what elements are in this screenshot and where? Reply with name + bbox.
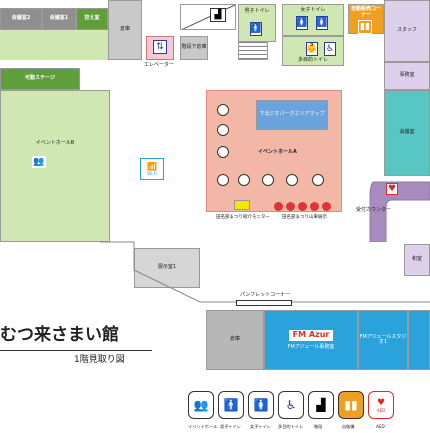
legend-label: イベントホール [188, 424, 218, 429]
male-toilet-icon: 🚹 [250, 22, 262, 36]
fm-logo: FM Azur [288, 329, 334, 341]
label-pamphlet: パンフレットコーナー [240, 292, 291, 298]
legend-vending-icon: ▮▮ [338, 391, 364, 419]
table-icon [217, 146, 229, 158]
monitor-yellow [234, 200, 250, 210]
table-icon [286, 174, 298, 186]
label-tanabu-monitor: 田名部まつり紹介モニター [216, 215, 270, 220]
table-icon [217, 124, 229, 136]
room-female-toilet[interactable]: 女子トイレ [282, 4, 344, 36]
table-icon [238, 174, 250, 186]
reception-counter [369, 181, 430, 242]
room-fm-studio[interactable]: FMアジュールスタジオ1 [358, 310, 408, 370]
legend-stairs-icon: ▟ [308, 391, 334, 419]
area-upper-green [0, 30, 108, 60]
room-conference[interactable]: 会議室 [384, 90, 430, 176]
room-office[interactable]: 事務室 [384, 62, 430, 90]
float-dot [310, 202, 319, 211]
room-fm-office[interactable]: FM Azur FMアジュール事務室 [264, 310, 358, 370]
baby-icon: 👶 [306, 42, 318, 56]
float-dot [286, 202, 295, 211]
room-event-hall-b[interactable]: イベントホールB [0, 90, 110, 242]
room-right-mid[interactable]: 和室 [404, 244, 430, 276]
room-staff[interactable]: スタッフ [384, 0, 430, 62]
room-storage-bottom[interactable]: 倉庫 [206, 310, 264, 370]
map-subtitle: 1階見取り図 [74, 355, 125, 365]
legend-aed-icon: ♥ AED [368, 391, 394, 419]
map-title: むつ来さまい館 [0, 325, 119, 345]
room-waiting[interactable]: 控え室 [76, 8, 108, 30]
vending-icon: ▮▮ [358, 20, 372, 34]
jiopark-map[interactable]: 下北ジオパークエリアマップ [256, 100, 328, 130]
room-stairs-bottom[interactable]: 階段下倉庫 [180, 36, 208, 60]
table-icon [312, 174, 324, 186]
legend-label: 男子トイレ [220, 424, 241, 429]
room-fm-studio-2[interactable] [408, 310, 430, 370]
table-icon [217, 174, 229, 186]
wifi-icon: 📶 Wi-Fi [140, 158, 164, 180]
legend-multi-toilet-icon: ♿ [278, 391, 304, 419]
room-small[interactable]: 展示室1 [134, 248, 200, 288]
wheelchair-icon: ♿ [324, 42, 336, 56]
label-reception: 受付カウンター [356, 207, 392, 213]
aed-icon: ♥ [386, 183, 398, 195]
stairs-icon: ▟ [210, 8, 226, 22]
legend-label: AED [376, 424, 385, 429]
label-event-hall-a: イベントホールA [258, 149, 297, 155]
table-icon [262, 174, 274, 186]
legend-label: 多目的トイレ [278, 424, 304, 429]
pamphlet-rack [236, 300, 292, 306]
title-underline [0, 350, 152, 351]
table-icon [217, 104, 229, 116]
legend-event-hall-icon: 👥 [188, 391, 214, 419]
float-dot [298, 202, 307, 211]
room-storage-top[interactable]: 倉庫 [108, 0, 142, 60]
legend-label: 女子トイレ [250, 424, 271, 429]
room-meeting1[interactable]: 会議室1 [42, 8, 76, 30]
room-meeting2[interactable]: 会議室2 [0, 8, 42, 30]
female-toilet-icon-2: 🚺 [316, 16, 328, 30]
elevator-icon: ⇅ [153, 40, 167, 54]
float-dot [274, 202, 283, 211]
legend-label: 階段 [314, 424, 323, 429]
room-movable-stage[interactable]: 可動ステージ [0, 68, 80, 90]
stairs-upper-lines [181, 5, 235, 29]
female-toilet-icon: 🚺 [296, 16, 308, 30]
float-dot [322, 202, 331, 211]
legend-male-toilet-icon: 🚹 [218, 391, 244, 419]
label-elevator: エレベーター [144, 62, 175, 68]
legend-label: 自販機 [342, 424, 355, 429]
stairs-upper [180, 4, 236, 30]
label-tanabu-float: 田名部まつり山車展示 [282, 215, 327, 220]
legend-female-toilet-icon: 🚺 [248, 391, 274, 419]
event-hall-b-icon: 👥 [32, 156, 46, 168]
